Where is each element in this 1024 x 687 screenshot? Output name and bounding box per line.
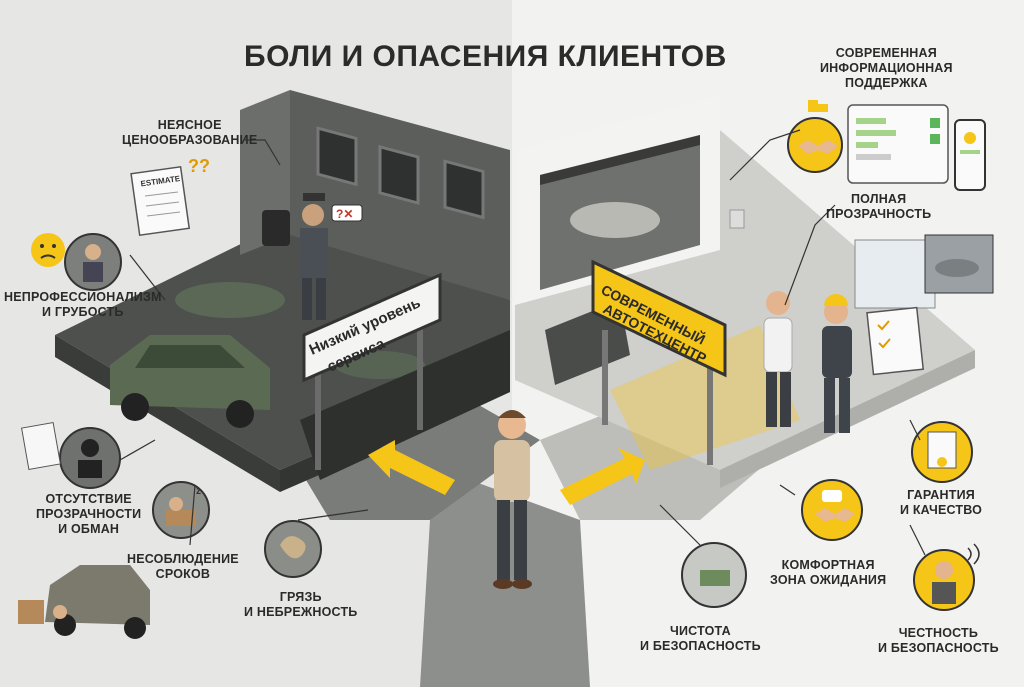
barrel xyxy=(262,210,290,246)
plant-pot xyxy=(729,209,745,229)
rude-mechanic xyxy=(300,193,328,320)
fraud-icon xyxy=(59,427,121,489)
svg-text:??: ?? xyxy=(188,156,210,176)
contract-doc-icon xyxy=(21,421,61,471)
page-title: БОЛИ И ОПАСЕНИЯ КЛИЕНТОВ xyxy=(244,40,727,73)
handshake-figures xyxy=(763,291,852,433)
planter xyxy=(545,300,630,385)
window xyxy=(316,126,358,187)
arrow-right xyxy=(560,448,645,505)
arrow-left xyxy=(368,440,455,495)
handshake-comfort-icon xyxy=(801,479,863,541)
dashboard-screen-icon xyxy=(847,104,949,184)
rusty-car-icon xyxy=(18,565,150,639)
question-bubble xyxy=(331,204,363,222)
garage-door-frame xyxy=(540,135,700,185)
question-mark-x: ?✕ xyxy=(336,207,353,221)
svg-text:z: z xyxy=(196,486,201,497)
estimate-doc-icon: ESTIMATE ?? xyxy=(130,156,210,237)
window xyxy=(443,159,485,220)
video-monitor-icon xyxy=(854,234,994,309)
window xyxy=(378,144,420,205)
thumbs-up-icon xyxy=(808,100,828,112)
old-green-car xyxy=(110,335,270,428)
light-beam xyxy=(610,325,800,470)
honest-worker-icon xyxy=(913,549,975,611)
garage-car xyxy=(570,202,660,238)
left-shed xyxy=(300,330,510,480)
good-sign-board xyxy=(591,259,727,378)
checklist-icon xyxy=(866,306,925,376)
road-left-branch xyxy=(300,400,540,520)
puddle xyxy=(175,282,285,318)
phone-app-icon xyxy=(954,119,986,191)
bad-sign-board xyxy=(302,272,442,383)
connector-lines xyxy=(119,129,926,556)
customer-figure xyxy=(493,410,532,589)
sad-emoji-icon xyxy=(31,233,65,267)
